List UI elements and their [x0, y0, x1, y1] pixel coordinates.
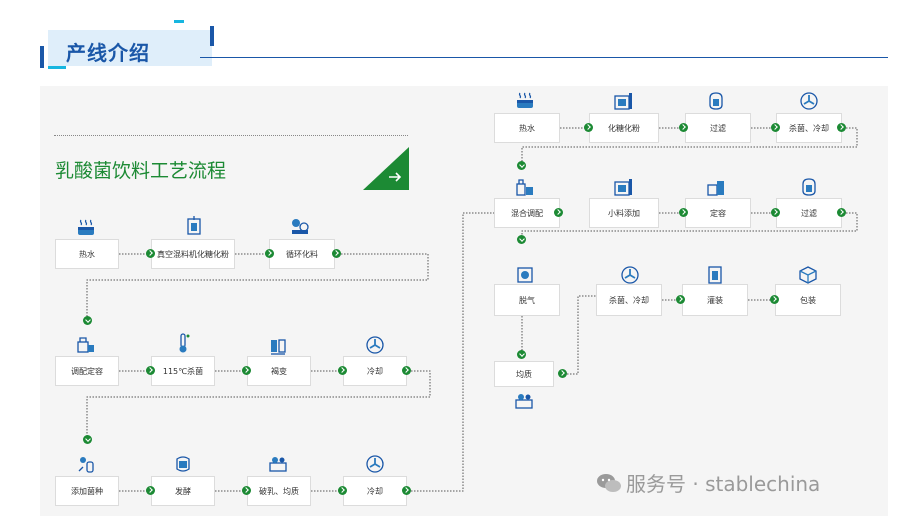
flow-arrow-dot — [770, 295, 779, 304]
step-box: 褐变 — [247, 356, 311, 386]
flow-arrow-dot — [146, 486, 155, 495]
flow-arrow-dot — [517, 235, 526, 244]
fan-cooling-icon — [800, 92, 818, 110]
step-box: 调配定容 — [55, 356, 119, 386]
flow-arrow-dot — [679, 123, 688, 132]
flow-arrow-dot — [146, 366, 155, 375]
fan-cooling-icon — [621, 266, 639, 284]
flow-arrow-dot — [402, 486, 411, 495]
flow-arrow-dot — [242, 486, 251, 495]
hot-water-icon — [78, 219, 94, 235]
flow-arrow-dot — [338, 366, 347, 375]
thermometer-icon — [179, 333, 190, 353]
header-accent — [174, 20, 184, 23]
flow-arrow-dot — [558, 369, 567, 378]
browning-tank-icon — [271, 339, 286, 355]
package-box-icon — [799, 266, 817, 284]
flow-arrow-dot — [265, 249, 274, 258]
step-box: 小料添加 — [589, 198, 659, 228]
fan-cooling-icon — [366, 336, 384, 354]
step-box: 冷却 — [343, 476, 407, 506]
filling-machine-icon — [708, 266, 722, 284]
flow-arrow-dot — [837, 123, 846, 132]
flow-arrow-dot — [771, 123, 780, 132]
blending-tank-icon — [77, 337, 94, 353]
flow-arrow-dot — [83, 316, 92, 325]
connector-line — [86, 253, 429, 317]
hot-water-icon — [517, 92, 533, 108]
step-box: 冷却 — [343, 356, 407, 386]
flow-arrow-dot — [517, 350, 526, 359]
culture-dosing-icon — [78, 457, 94, 473]
flow-arrow-dot — [554, 208, 563, 217]
connector-line — [403, 212, 494, 492]
flow-arrow-dot — [402, 366, 411, 375]
step-box: 破乳、均质 — [247, 476, 311, 506]
dissolver-icon — [614, 93, 632, 110]
watermark: 服务号 · stablechina — [596, 468, 820, 497]
header-tag-bg — [48, 30, 212, 66]
dissolver-icon — [614, 179, 632, 196]
deaerator-icon — [517, 267, 533, 283]
filter-icon — [709, 92, 723, 110]
step-box: 化糖化粉 — [589, 113, 659, 143]
flow-arrow-dot — [517, 161, 526, 170]
section-header: 产线介绍 — [40, 20, 214, 72]
flow-arrow-dot — [676, 295, 685, 304]
flow-arrow-dot — [332, 249, 341, 258]
step-box: 热水 — [55, 239, 119, 269]
dosing-tank-icon — [707, 181, 724, 196]
flow-arrow-dot — [771, 208, 780, 217]
arrow-corner-icon — [363, 147, 409, 190]
circulation-pump-icon — [292, 219, 309, 234]
step-box: 过滤 — [776, 198, 842, 228]
step-box: 热水 — [494, 113, 560, 143]
fan-cooling-icon — [366, 455, 384, 473]
step-box: 真空混料机化糖化粉 — [151, 239, 235, 269]
homogenizer-icon — [269, 457, 287, 472]
flow-arrow-dot — [146, 249, 155, 258]
flow-arrow-dot — [338, 486, 347, 495]
fermenter-icon — [176, 456, 190, 472]
step-box: 包装 — [775, 284, 841, 316]
step-box: 115℃杀菌 — [151, 356, 215, 386]
connector-line — [567, 295, 596, 375]
homogenizer-icon — [515, 394, 533, 409]
step-box: 发酵 — [151, 476, 215, 506]
watermark-text: 服务号 · stablechina — [626, 472, 821, 496]
step-box: 杀菌、冷却 — [596, 284, 662, 316]
step-box: 混合调配 — [494, 198, 560, 228]
step-box: 添加菌种 — [55, 476, 119, 506]
step-box: 定容 — [685, 198, 751, 228]
flow-arrow-dot — [83, 435, 92, 444]
header-accent — [40, 46, 44, 68]
header-accent — [48, 66, 66, 69]
step-box: 均质 — [494, 361, 554, 387]
flow-arrow-dot — [584, 123, 593, 132]
step-box: 杀菌、冷却 — [776, 113, 842, 143]
header-rule — [200, 57, 888, 58]
wechat-logo-icon — [597, 473, 621, 492]
filter-icon — [802, 178, 816, 196]
mixer-tank-icon — [187, 216, 201, 235]
step-box: 灌装 — [682, 284, 748, 316]
header-accent — [210, 26, 214, 46]
blending-tank-icon — [516, 179, 533, 196]
section-title: 产线介绍 — [66, 41, 150, 65]
flow-arrow-dot — [837, 208, 846, 217]
diagram-title: 乳酸菌饮料工艺流程 — [55, 160, 227, 182]
flow-arrow-dot — [242, 366, 251, 375]
flow-arrow-dot — [679, 208, 688, 217]
title-dotted-rule — [54, 135, 408, 136]
step-box: 过滤 — [685, 113, 751, 143]
step-box: 脱气 — [494, 284, 560, 316]
step-box: 循环化料 — [269, 239, 335, 269]
